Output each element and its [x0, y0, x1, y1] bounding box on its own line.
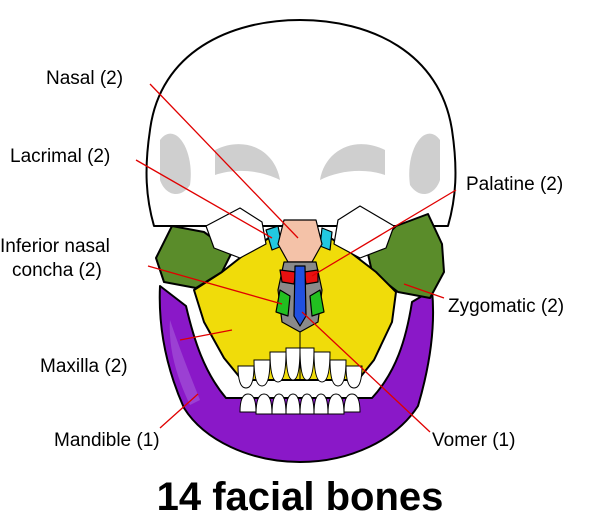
label-maxilla: Maxilla (2): [40, 356, 128, 377]
lacrimal-bone: [265, 225, 333, 251]
bone-labels: Nasal (2) Lacrimal (2) Inferior nasal co…: [0, 68, 564, 451]
tooth: [343, 393, 361, 413]
label-inferior-nasal-line1: Inferior nasal: [0, 236, 110, 257]
tooth: [299, 393, 315, 415]
tooth: [253, 359, 271, 387]
mandible-bone: [158, 285, 435, 463]
leader-lines: [135, 83, 457, 433]
label-inferior-nasal-line2: concha (2): [12, 260, 102, 281]
label-vomer: Vomer (1): [432, 430, 515, 451]
skull-cranium: [145, 19, 457, 227]
inferior-nasal-concha: [275, 289, 325, 317]
label-mandible: Mandible (1): [54, 430, 160, 451]
label-zygomatic: Zygomatic (2): [448, 296, 564, 317]
tooth: [255, 393, 273, 415]
tooth: [285, 393, 301, 415]
teeth: [237, 347, 363, 415]
page-title: 14 facial bones: [157, 475, 444, 519]
tooth: [313, 393, 329, 415]
tooth: [271, 393, 287, 415]
nasal-bone: [277, 219, 323, 263]
eye-sockets: [205, 205, 395, 259]
label-palatine: Palatine (2): [466, 174, 563, 195]
label-nasal: Nasal (2): [46, 68, 123, 89]
tooth: [345, 365, 363, 389]
tooth: [329, 359, 347, 387]
vomer-bone: [293, 265, 307, 327]
tooth: [237, 365, 255, 389]
tooth: [269, 351, 287, 383]
label-lacrimal: Lacrimal (2): [10, 146, 110, 167]
tooth: [239, 393, 257, 413]
